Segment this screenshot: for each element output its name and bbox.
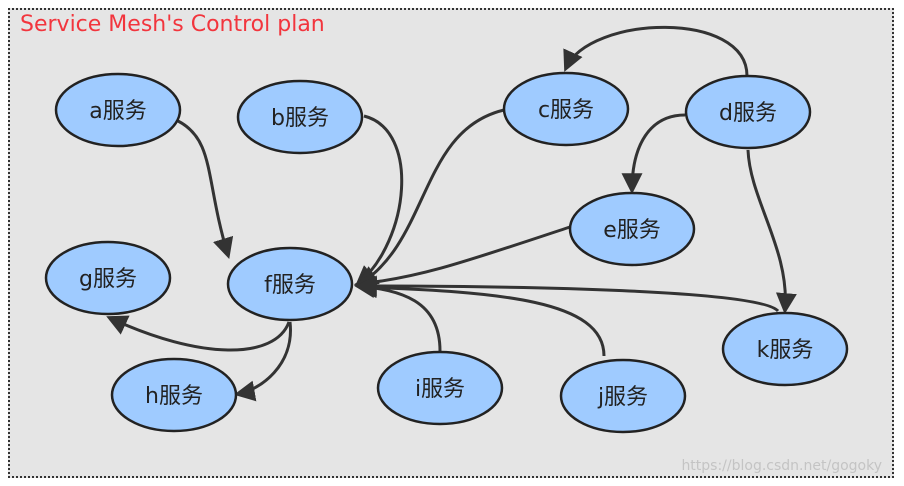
node-g: g服务 bbox=[44, 240, 172, 316]
node-h-shape bbox=[110, 357, 238, 433]
node-j-label: j服务 bbox=[597, 385, 648, 410]
edge-a-to-f bbox=[177, 119, 234, 260]
node-f-label: f服务 bbox=[264, 273, 316, 298]
edge-d-to-k bbox=[746, 149, 797, 315]
edge-k-to-f bbox=[355, 275, 780, 313]
watermark: https://blog.csdn.net/gogoky bbox=[681, 458, 882, 474]
edge-i-to-f bbox=[353, 277, 442, 352]
edge-b-to-f bbox=[354, 114, 404, 287]
node-i-label: i服务 bbox=[415, 377, 465, 402]
node-k: k服务 bbox=[721, 311, 849, 387]
node-g-label: g服务 bbox=[79, 267, 137, 292]
node-g-shape bbox=[44, 240, 172, 316]
edge-f-to-g bbox=[106, 315, 291, 352]
node-d-shape bbox=[684, 74, 812, 150]
node-e-shape bbox=[568, 191, 696, 267]
node-c-shape bbox=[502, 71, 630, 147]
node-f-shape bbox=[226, 246, 354, 322]
edge-f-to-h bbox=[233, 321, 292, 402]
node-h: h服务 bbox=[110, 357, 238, 433]
node-b-shape bbox=[236, 79, 364, 155]
node-c: c服务 bbox=[502, 71, 630, 147]
node-i: i服务 bbox=[376, 350, 504, 426]
node-e-label: e服务 bbox=[603, 218, 661, 243]
node-h-label: h服务 bbox=[145, 384, 203, 409]
edge-j-to-f bbox=[355, 277, 606, 357]
edges-layer bbox=[106, 25, 797, 402]
node-j-shape bbox=[559, 358, 687, 434]
node-c-label: c服务 bbox=[538, 98, 594, 123]
edge-c-to-f bbox=[356, 108, 505, 287]
edge-d-to-e bbox=[621, 113, 686, 195]
edge-d-to-c bbox=[563, 25, 749, 77]
node-b: b服务 bbox=[236, 79, 364, 155]
node-e: e服务 bbox=[568, 191, 696, 267]
nodes-layer: a服务 b服务 c服务 d服务 e服务 f服务 g服务 h服务 i服务 j服务 k服务 bbox=[44, 71, 849, 434]
node-k-label: k服务 bbox=[757, 338, 814, 363]
node-a-shape bbox=[54, 72, 182, 148]
node-d-label: d服务 bbox=[719, 101, 777, 126]
node-f: f服务 bbox=[226, 246, 354, 322]
node-i-shape bbox=[376, 350, 504, 426]
node-j: j服务 bbox=[559, 358, 687, 434]
node-a-label: a服务 bbox=[89, 99, 146, 124]
node-a: a服务 bbox=[54, 72, 182, 148]
diagram-title: Service Mesh's Control plan bbox=[20, 12, 325, 37]
node-k-shape bbox=[721, 311, 849, 387]
node-d: d服务 bbox=[684, 74, 812, 150]
node-b-label: b服务 bbox=[271, 106, 329, 131]
edge-e-to-f bbox=[353, 225, 571, 293]
